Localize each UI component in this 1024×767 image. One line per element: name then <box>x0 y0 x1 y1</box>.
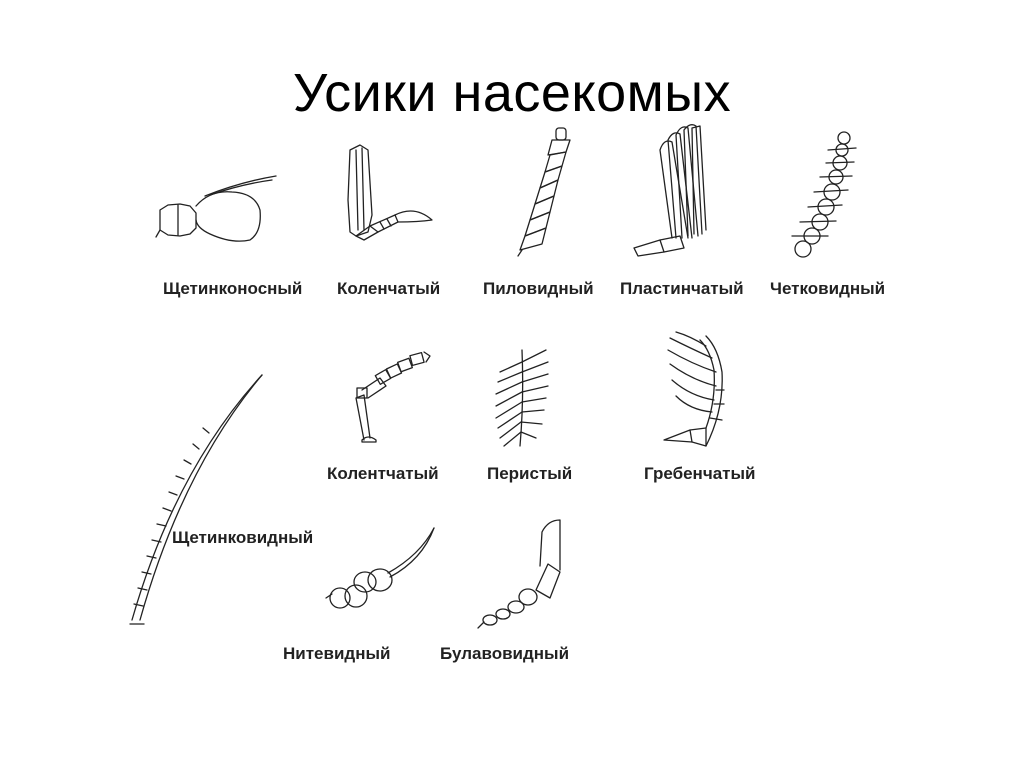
filiform-antenna-drawing <box>325 527 435 609</box>
label-clavate: Булавовидный <box>440 644 570 663</box>
lamellate-antenna-drawing <box>633 124 707 257</box>
label-moniliform: Четковидный <box>770 279 886 298</box>
label-lamellate: Пластинчатый <box>620 279 744 298</box>
label-serrate: Пиловидный <box>483 279 594 298</box>
label-plumose: Перистый <box>487 464 573 483</box>
setaceous-antenna-drawing <box>129 374 263 625</box>
moniliform-antenna-drawing <box>791 131 857 258</box>
serrate-antenna-drawing <box>517 127 571 257</box>
pectinate-antenna-drawing <box>663 331 725 447</box>
geniculate-antenna-drawing <box>347 144 433 241</box>
label-aristate: Щетинконосный <box>163 279 303 298</box>
slide-title: Усики насекомых <box>292 63 732 123</box>
label-setaceous: Щетинковидный <box>172 528 314 547</box>
clavate-antenna-drawing <box>477 519 561 629</box>
aristate-antenna-drawing <box>155 175 277 242</box>
plumose-antenna-drawing <box>495 349 549 447</box>
label-pectinate: Гребенчатый <box>644 464 756 483</box>
label-filiform: Нитевидный <box>283 644 391 663</box>
geniculate-antenna-2-drawing <box>355 351 431 443</box>
label-geniculate-2: Колентчатый <box>327 464 439 483</box>
label-geniculate: Коленчатый <box>337 279 441 298</box>
